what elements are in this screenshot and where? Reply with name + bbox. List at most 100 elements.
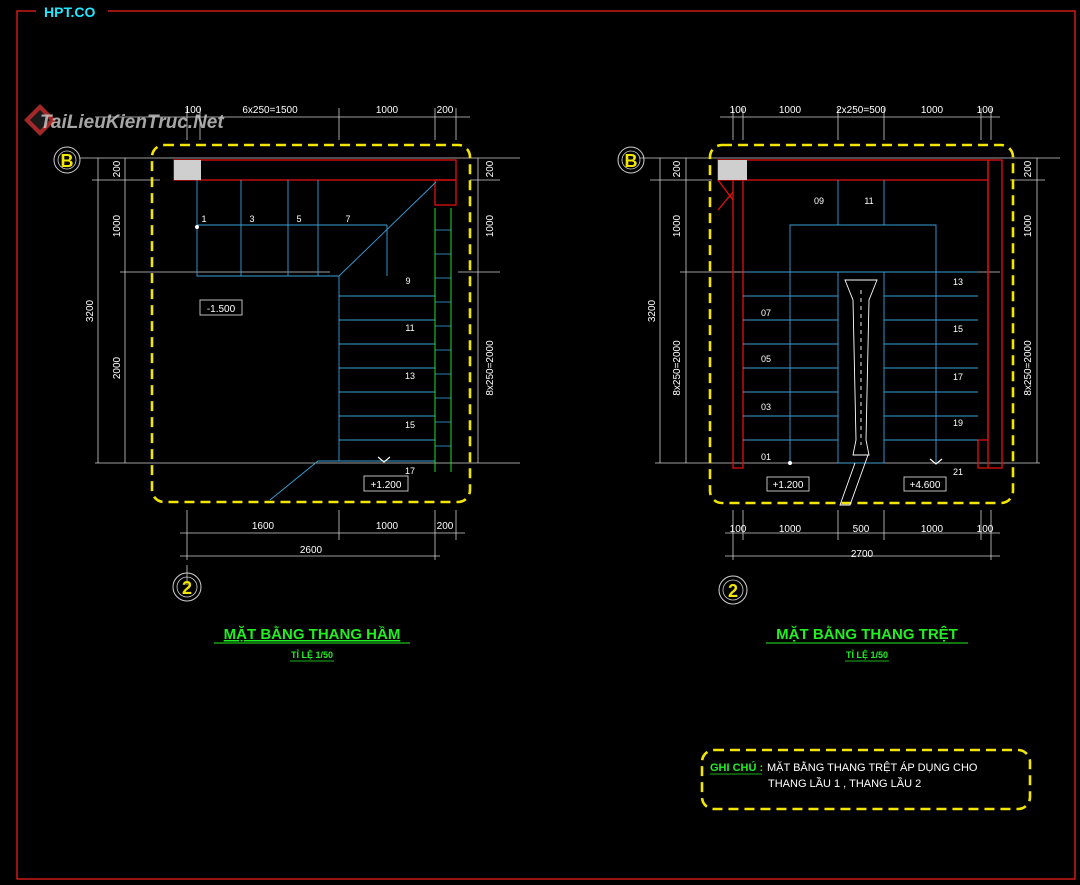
left-stair-boundary bbox=[150, 143, 472, 504]
right-dim-bottom-1: 1000 bbox=[779, 524, 802, 535]
right-stair-void bbox=[839, 279, 878, 506]
left-walls bbox=[173, 159, 457, 206]
left-dim-right-0: 200 bbox=[485, 160, 496, 177]
right-title: MẶT BẰNG THANG TRỆT bbox=[776, 625, 958, 643]
left-grid-bubble-b: B bbox=[53, 146, 81, 174]
right-dim-left-1: 1000 bbox=[672, 214, 683, 237]
right-step-19: 19 bbox=[953, 418, 963, 428]
left-step-15: 15 bbox=[405, 420, 415, 430]
svg-text:2: 2 bbox=[728, 581, 738, 601]
left-step-9: 9 bbox=[405, 276, 410, 286]
right-dim-right-1: 1000 bbox=[1023, 214, 1034, 237]
left-dim-right-1: 1000 bbox=[485, 214, 496, 237]
note-line2: THANG LẦU 1 , THANG LẦU 2 bbox=[768, 777, 921, 790]
left-dimensions bbox=[80, 108, 520, 585]
right-step-09: 09 bbox=[814, 196, 824, 206]
right-step-15: 15 bbox=[953, 324, 963, 334]
left-dim-left-2: 2000 bbox=[112, 356, 123, 379]
right-dim-top-2: 2x250=500 bbox=[836, 105, 886, 116]
left-plan: B 2 -1.500 +1.200 100 6x250=1500 1000 20… bbox=[53, 105, 520, 662]
right-scale: TỈ LỆ 1/50 bbox=[846, 649, 888, 660]
right-dim-right-2: 8x250=2000 bbox=[1023, 340, 1034, 396]
left-grid-bubble-2: 2 bbox=[172, 572, 202, 602]
left-dim-right-2: 8x250=2000 bbox=[485, 340, 496, 396]
right-dimensions bbox=[640, 108, 1060, 560]
right-start-dot bbox=[788, 461, 792, 465]
right-dim-labels: 100 1000 2x250=500 1000 100 100 1000 500… bbox=[647, 105, 1034, 560]
left-handrail bbox=[434, 208, 452, 472]
right-down-arrow-icon bbox=[929, 458, 943, 465]
left-level-high-box bbox=[363, 475, 409, 492]
right-dim-right-0: 200 bbox=[1023, 160, 1034, 177]
right-step-05: 05 bbox=[761, 354, 771, 364]
brand-label: HPT.CO bbox=[44, 4, 95, 20]
right-step-03: 03 bbox=[761, 402, 771, 412]
note-line1: MẶT BẰNG THANG TRỆT ÁP DỤNG CHO bbox=[767, 761, 978, 774]
left-down-arrow-icon bbox=[377, 456, 391, 463]
right-dim-top-0: 100 bbox=[730, 105, 747, 116]
right-dim-left-2: 8x250=2000 bbox=[672, 340, 683, 396]
right-dim-bottom-0: 100 bbox=[730, 524, 747, 535]
left-dim-labels: 100 6x250=1500 1000 200 1600 1000 200 26… bbox=[85, 105, 496, 556]
right-plan: B 2 +1.200 +4.600 100 1000 2x250=500 100… bbox=[617, 105, 1060, 662]
right-step-13: 13 bbox=[953, 277, 963, 287]
left-step-13: 13 bbox=[405, 371, 415, 381]
right-grid-bubble-2: 2 bbox=[718, 575, 748, 605]
left-step-17: 17 bbox=[405, 466, 415, 476]
right-level-a-box bbox=[766, 476, 810, 492]
right-step-numbers: 09 11 07 05 03 01 13 15 17 19 21 bbox=[761, 196, 963, 477]
left-dim-top-1: 6x250=1500 bbox=[242, 105, 298, 116]
left-dim-left-1: 1000 bbox=[112, 214, 123, 237]
right-step-11: 11 bbox=[864, 196, 873, 206]
right-stair-treads bbox=[743, 180, 978, 464]
right-dim-left-total: 3200 bbox=[647, 299, 658, 322]
right-dim-top-3: 1000 bbox=[921, 105, 944, 116]
right-step-21: 21 bbox=[953, 467, 963, 477]
left-stair-treads bbox=[196, 180, 437, 501]
left-step-1: 1 bbox=[201, 214, 206, 224]
svg-text:B: B bbox=[625, 151, 638, 171]
right-grid-bubble-b: B bbox=[617, 146, 645, 174]
left-level-high: +1.200 bbox=[371, 480, 402, 491]
left-step-7: 7 bbox=[345, 214, 350, 224]
right-dim-top-4: 100 bbox=[977, 105, 994, 116]
left-level-low: -1.500 bbox=[207, 304, 236, 315]
right-dim-bottom-4: 100 bbox=[977, 524, 994, 535]
left-dim-total: 2600 bbox=[300, 545, 323, 556]
left-level-low-box bbox=[199, 299, 243, 316]
right-level-a: +1.200 bbox=[773, 480, 804, 491]
right-dim-top-1: 1000 bbox=[779, 105, 802, 116]
left-dim-left-total: 3200 bbox=[85, 299, 96, 322]
left-column bbox=[174, 160, 201, 180]
left-step-11: 11 bbox=[405, 323, 414, 333]
right-step-17: 17 bbox=[953, 372, 963, 382]
left-dim-bottom-0: 1600 bbox=[252, 521, 275, 532]
right-stair-boundary bbox=[708, 143, 1015, 505]
right-level-b: +4.600 bbox=[910, 480, 941, 491]
left-dim-left-0: 200 bbox=[112, 160, 123, 177]
right-level-b-box bbox=[903, 476, 947, 492]
right-step-07: 07 bbox=[761, 308, 771, 318]
brand-bg bbox=[36, 2, 108, 20]
note-box: GHI CHÚ : MẶT BẰNG THANG TRỆT ÁP DỤNG CH… bbox=[700, 748, 1032, 811]
right-dim-left-0: 200 bbox=[672, 160, 683, 177]
right-dim-bottom-3: 1000 bbox=[921, 524, 944, 535]
left-dim-top-2: 1000 bbox=[376, 105, 399, 116]
left-dim-bottom-1: 1000 bbox=[376, 521, 399, 532]
svg-text:2: 2 bbox=[182, 578, 192, 598]
right-step-01: 01 bbox=[761, 452, 771, 462]
left-title: MẶT BẰNG THANG HẦM bbox=[224, 625, 401, 643]
left-step-3: 3 bbox=[249, 214, 254, 224]
left-scale: TỈ LỆ 1/50 bbox=[291, 649, 333, 660]
left-step-5: 5 bbox=[296, 214, 301, 224]
right-dim-bottom-2: 500 bbox=[853, 524, 870, 535]
svg-text:B: B bbox=[61, 151, 74, 171]
left-dim-top-3: 200 bbox=[437, 105, 454, 116]
left-step-numbers: 1 3 5 7 9 11 13 15 17 bbox=[201, 214, 415, 476]
left-dim-top-0: 100 bbox=[185, 105, 202, 116]
left-start-dot bbox=[195, 225, 199, 229]
right-column bbox=[718, 160, 747, 180]
right-dim-total: 2700 bbox=[851, 549, 874, 560]
sheet-frame bbox=[16, 10, 1076, 880]
